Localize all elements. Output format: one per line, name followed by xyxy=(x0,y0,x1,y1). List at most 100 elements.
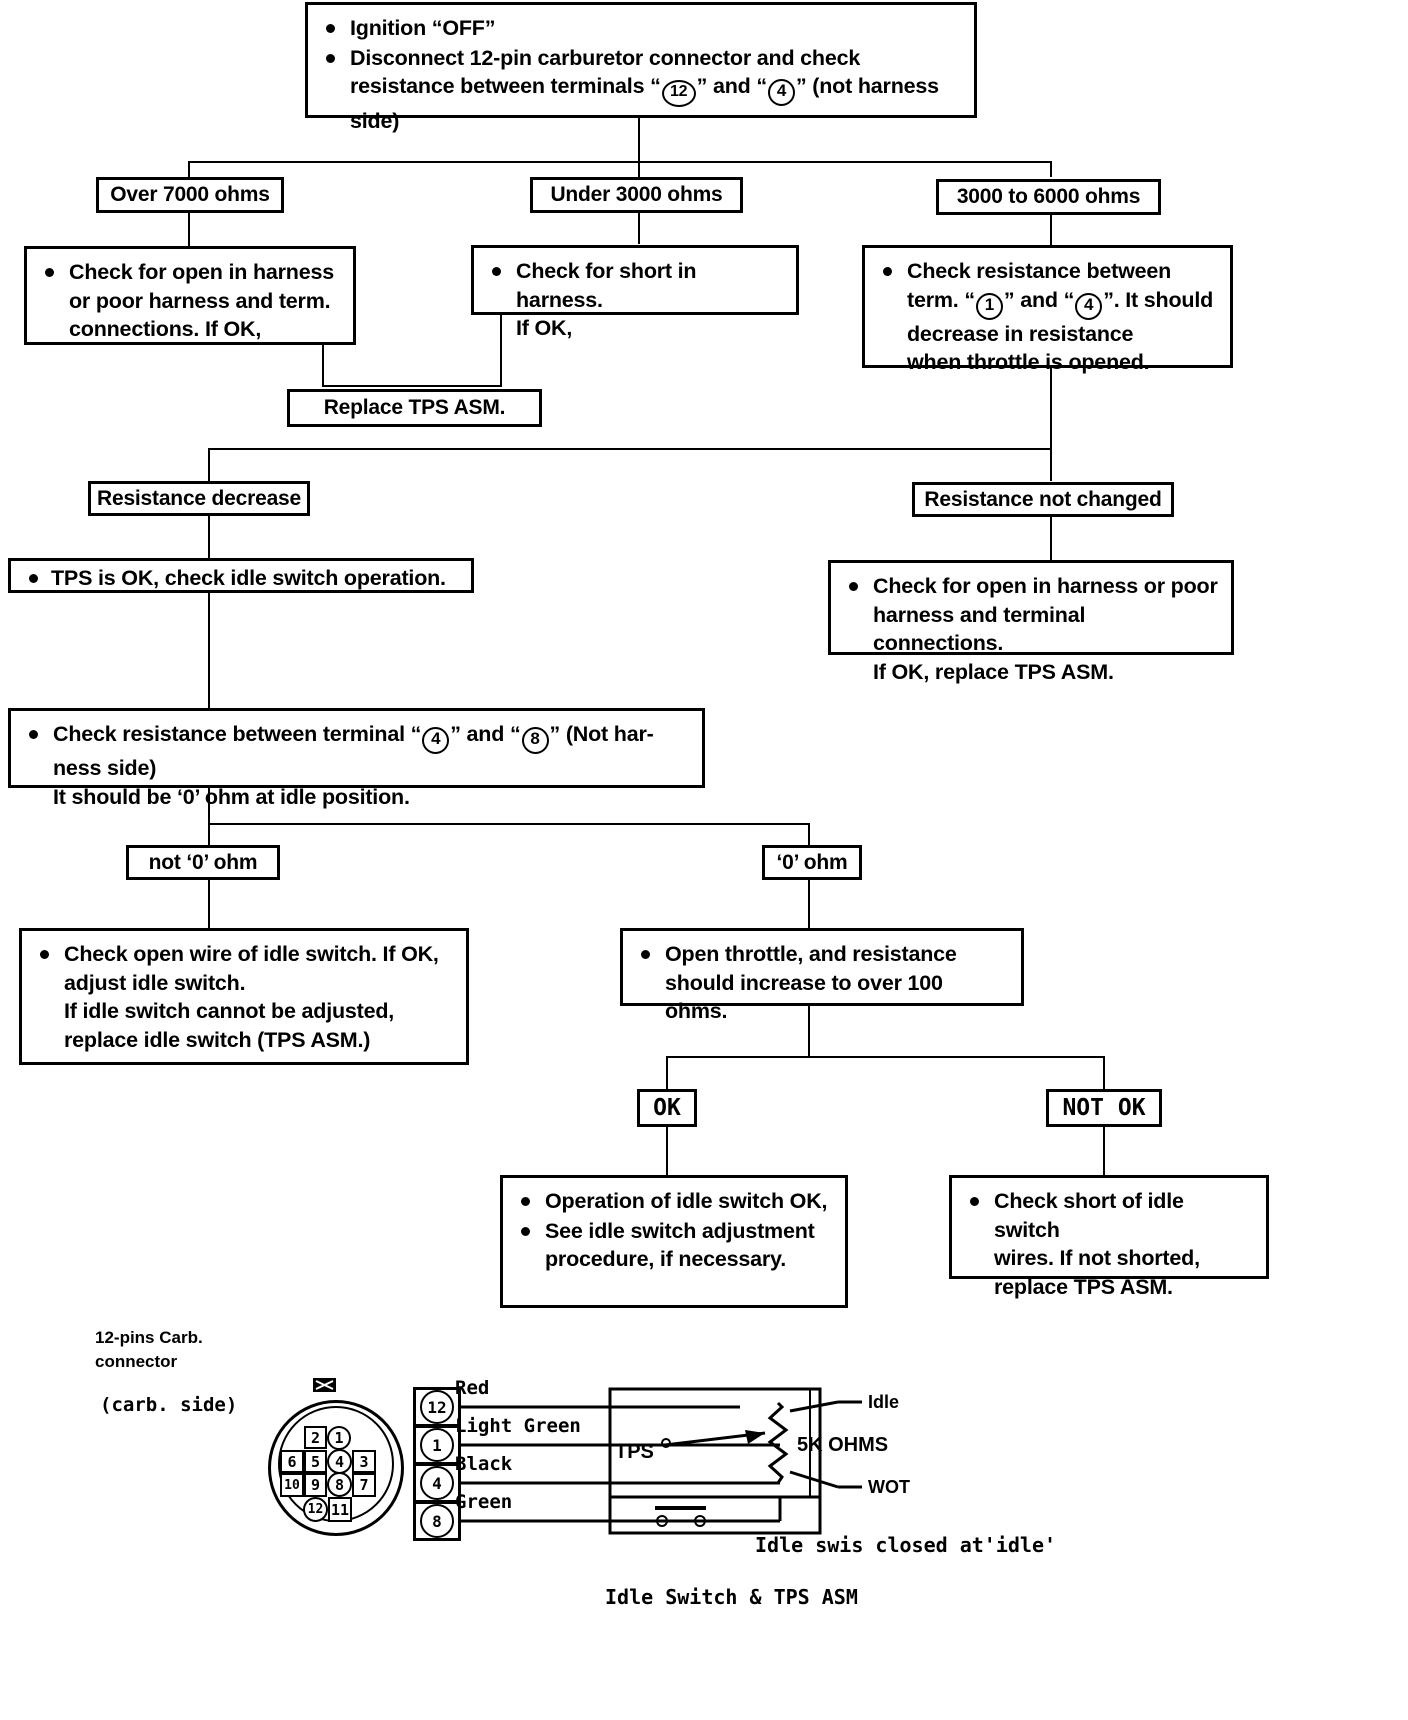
terminal-block-12: 12 xyxy=(413,1387,461,1427)
node-ok: OK xyxy=(637,1089,697,1127)
connector-line xyxy=(208,591,210,708)
connector-line xyxy=(322,385,502,387)
bullet-item: Check for short in harness. If OK, xyxy=(486,257,784,343)
connector-line xyxy=(208,514,210,558)
connector-caption-line1: 12-pins Carb. xyxy=(95,1328,203,1347)
terminal-number: 4 xyxy=(420,1466,454,1500)
terminal-number: 12 xyxy=(420,1390,454,1424)
figure-title: Idle Switch & TPS ASM xyxy=(605,1585,858,1609)
pin-6: 6 xyxy=(280,1450,304,1473)
start-bullet-1: Ignition “OFF” xyxy=(320,14,962,43)
bullet-item: Check short of idle switch wires. If not… xyxy=(964,1187,1254,1301)
bullet-item: Check for open in harness or poor harnes… xyxy=(39,258,341,344)
node-check-open-or-poor-harness: Check for open in harness or poor harnes… xyxy=(828,560,1234,684)
terminal-number: 1 xyxy=(420,1428,454,1462)
idle-switch-note: Idle swis closed at'idle' xyxy=(755,1533,1057,1557)
terminal-1-icon: 1 xyxy=(975,292,1003,320)
connector-line xyxy=(188,161,190,177)
node-check-short-in-harness: Check for short in harness. If OK, xyxy=(471,245,799,340)
bullet-item: Open throttle, and resistance should inc… xyxy=(635,940,1009,1026)
node-check-resistance-4-8: Check resistance between terminal “4” an… xyxy=(8,708,705,809)
node-not-zero-ohm: not ‘0’ ohm xyxy=(126,845,280,880)
pin-11: 11 xyxy=(328,1497,352,1522)
terminal-8-icon: 8 xyxy=(521,727,549,754)
connector-line xyxy=(1050,516,1052,560)
connector-line xyxy=(188,211,190,246)
pin-1: 1 xyxy=(327,1426,351,1450)
connector-line xyxy=(208,823,210,845)
connector-line xyxy=(808,1006,810,1058)
terminal-4-icon: 4 xyxy=(1075,292,1103,320)
connector-line xyxy=(638,118,640,163)
wire-label-green: Green xyxy=(455,1491,513,1513)
connector-line xyxy=(208,823,808,825)
node-check-short-idle-switch: Check short of idle switch wires. If not… xyxy=(949,1175,1269,1299)
pin-5: 5 xyxy=(304,1450,327,1473)
node-check-open-in-harness: Check for open in harness or poor harnes… xyxy=(24,246,356,345)
node-under-3000-ohms: Under 3000 ohms xyxy=(530,177,743,213)
node-not-ok: NOT OK xyxy=(1046,1089,1162,1127)
wire-label-black: Black xyxy=(455,1453,513,1475)
node-open-throttle: Open throttle, and resistance should inc… xyxy=(620,928,1024,1023)
connector-line xyxy=(208,788,210,825)
connector-line xyxy=(666,1056,1105,1058)
node-over-7000-ohms: Over 7000 ohms xyxy=(96,177,284,213)
node-zero-ohm: ‘0’ ohm xyxy=(762,845,862,880)
resistance-value-label: 5K OHMS xyxy=(797,1434,889,1456)
terminal-4-icon: 4 xyxy=(767,79,795,107)
connector-line xyxy=(1103,1127,1105,1175)
connector-key-tab xyxy=(313,1378,336,1392)
node-check-open-wire-idle-switch: Check open wire of idle switch. If OK, a… xyxy=(19,928,469,1065)
connector-line xyxy=(1050,368,1052,481)
terminal-4-icon: 4 xyxy=(422,727,450,754)
connector-caption-line2: connector xyxy=(95,1352,178,1371)
node-resistance-not-changed: Resistance not changed xyxy=(912,482,1174,517)
pin-9: 9 xyxy=(304,1473,327,1497)
connector-line xyxy=(322,345,324,385)
terminal-block-4: 4 xyxy=(413,1463,461,1503)
pin-4: 4 xyxy=(327,1449,352,1474)
wot-label: WOT xyxy=(868,1477,910,1497)
pin-8: 8 xyxy=(327,1472,352,1497)
connector-line xyxy=(500,315,502,385)
terminal-12-icon: 12 xyxy=(661,80,696,108)
node-3000-to-6000-ohms: 3000 to 6000 ohms xyxy=(936,179,1161,215)
tps-label: TPS xyxy=(615,1441,654,1463)
bullet-item: Check open wire of idle switch. If OK, a… xyxy=(34,940,454,1054)
pin-7: 7 xyxy=(352,1473,376,1497)
bullet-item: Check for open in harness or poor harnes… xyxy=(843,572,1219,686)
bullet-item: Check resistance between term. “1” and “… xyxy=(877,257,1218,377)
connector-line xyxy=(1103,1056,1105,1089)
connector-side-label: (carb. side) xyxy=(100,1394,238,1416)
idle-label: Idle xyxy=(868,1392,900,1412)
wire-label-red: Red xyxy=(455,1377,490,1399)
bullet-item: Check resistance between terminal “4” an… xyxy=(23,720,690,811)
connector-line xyxy=(1050,161,1052,177)
bullet-item: See idle switch adjustment procedure, if… xyxy=(515,1217,833,1274)
connector-line xyxy=(666,1127,668,1175)
node-tps-is-ok: TPS is OK, check idle switch operation. xyxy=(8,558,474,593)
terminal-block-1: 1 xyxy=(413,1425,461,1465)
terminal-block-8: 8 xyxy=(413,1501,461,1541)
connector-line xyxy=(208,880,210,928)
node-start: Ignition “OFF” Disconnect 12-pin carbure… xyxy=(305,2,977,133)
node-resistance-decrease: Resistance decrease xyxy=(88,481,310,516)
pin-12: 12 xyxy=(303,1497,328,1522)
connector-line xyxy=(808,880,810,928)
node-idle-switch-ok: Operation of idle switch OK, See idle sw… xyxy=(500,1175,848,1308)
pin-3: 3 xyxy=(352,1450,376,1473)
pin-2: 2 xyxy=(304,1426,327,1449)
connector-line xyxy=(1050,213,1052,245)
connector-line xyxy=(666,1056,668,1089)
connector-line xyxy=(808,823,810,845)
node-check-resistance-1-4: Check resistance between term. “1” and “… xyxy=(862,245,1233,374)
connector-line xyxy=(208,448,1052,450)
node-replace-tps-asm: Replace TPS ASM. xyxy=(287,389,542,427)
wire-label-light-green: Light Green xyxy=(455,1415,581,1437)
bullet-item: Operation of idle switch OK, xyxy=(515,1187,833,1216)
connector-line xyxy=(208,448,210,481)
connector-line xyxy=(188,161,1051,163)
connector-line xyxy=(638,161,640,177)
terminal-number: 8 xyxy=(420,1504,454,1538)
